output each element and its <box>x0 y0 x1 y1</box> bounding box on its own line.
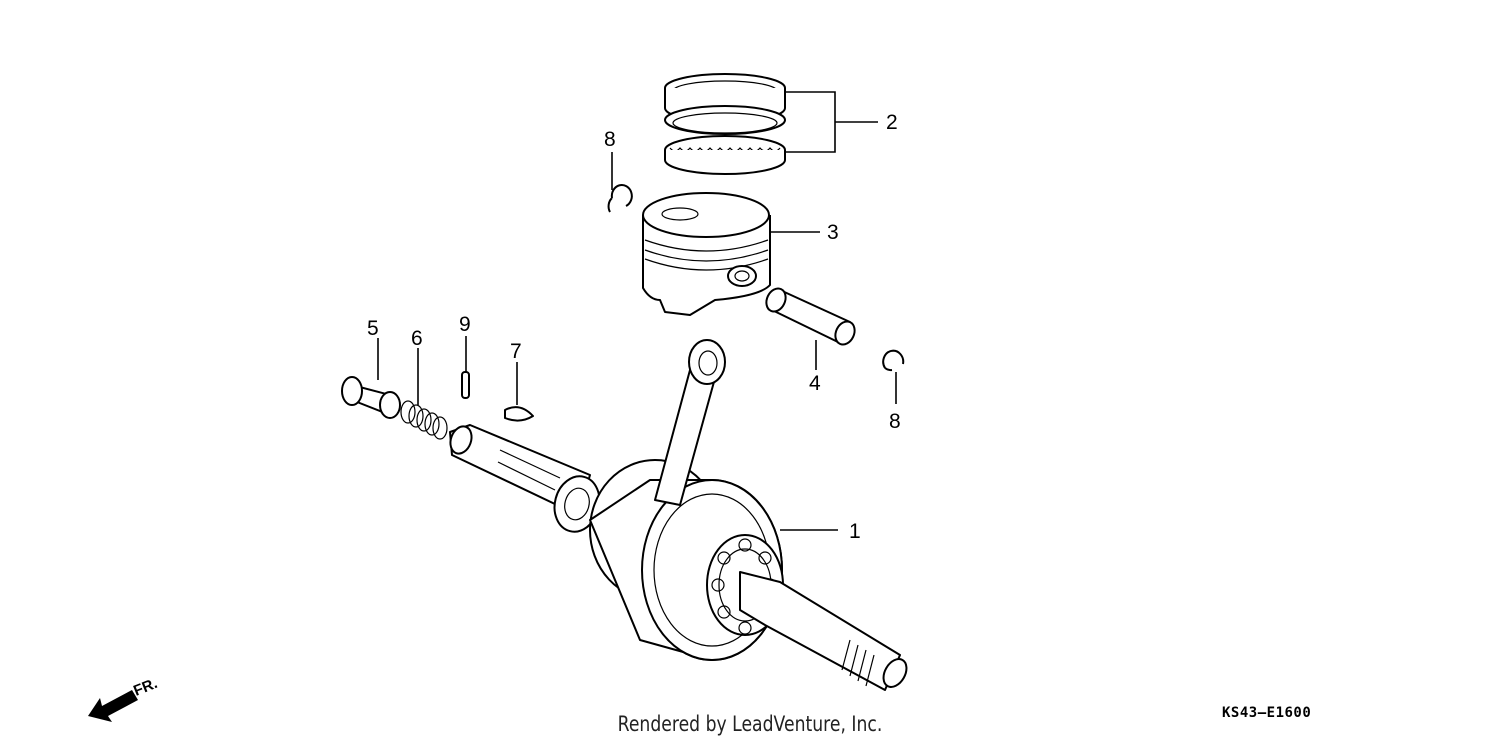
pin-clip-right[interactable] <box>882 349 905 372</box>
piston-pin[interactable] <box>763 285 858 347</box>
callout-1: 1 <box>849 520 861 543</box>
credit-text: Rendered by LeadVenture, Inc. <box>617 712 883 736</box>
crankshaft[interactable] <box>447 339 911 691</box>
spring[interactable] <box>400 400 448 440</box>
callout-7: 7 <box>510 340 522 363</box>
callout-4: 4 <box>809 372 821 395</box>
callout-8-top: 8 <box>604 128 616 151</box>
callout-6: 6 <box>411 327 423 350</box>
woodruff-key[interactable] <box>504 406 534 422</box>
diagram-code: KS43–E1600 <box>1222 705 1312 721</box>
callout-9: 9 <box>459 313 471 336</box>
leader-lines <box>377 91 897 531</box>
callout-5: 5 <box>367 317 379 340</box>
piston[interactable] <box>642 192 771 316</box>
callout-2: 2 <box>886 111 898 134</box>
crank-nut[interactable] <box>341 376 401 419</box>
dowel-pin[interactable] <box>461 371 470 399</box>
piston-rings[interactable] <box>664 73 786 175</box>
callout-8-bottom: 8 <box>889 410 901 433</box>
pin-clip-left[interactable] <box>607 184 633 213</box>
front-arrow-icon <box>88 690 138 722</box>
callout-3: 3 <box>827 221 839 244</box>
front-marker-label: FR. <box>131 675 160 700</box>
